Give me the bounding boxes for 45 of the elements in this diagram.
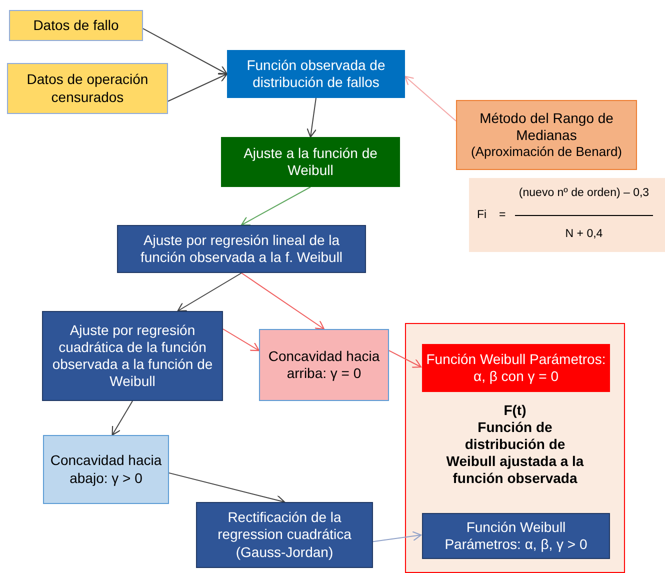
arrow	[240, 186, 311, 226]
arrow	[306, 98, 317, 138]
node-label: Concavidad hacia arriba: γ = 0	[267, 348, 381, 382]
node-label: Método del Rango de Medianas	[478, 110, 614, 144]
arrow	[168, 472, 286, 505]
condition-box	[259, 329, 389, 401]
description: Función de distribución de Weibull ajustada a la función observada	[445, 419, 585, 488]
node-label: Ajuste a la función de Weibull	[242, 144, 378, 180]
arrow	[168, 72, 228, 102]
arrow	[177, 272, 242, 312]
node-note: (Aproximación de Benard)	[470, 144, 624, 160]
node-label: Función observada de distribución de fallos	[246, 56, 386, 92]
input-box	[7, 63, 168, 114]
process-box	[221, 137, 400, 187]
node-label: Ajuste por regresión lineal de la función observada a la f. Weibull	[139, 232, 344, 266]
result-panel	[405, 323, 625, 573]
process-box	[196, 502, 373, 568]
denominator: N + 0,4	[564, 227, 604, 242]
arrow	[404, 76, 456, 122]
node-label: Concavidad hacia abajo: γ > 0	[49, 452, 163, 487]
result-box	[422, 344, 610, 392]
node-label: Ajuste por regresión cuadrática de la función observada a la función de Weibull	[51, 322, 214, 390]
node-label: Rectificación de la regression cuadrática (Gauss-Jordan)	[216, 509, 352, 561]
process-box	[227, 50, 405, 98]
node-label: Función Weibull Parámetros: α, β con γ = 0	[425, 350, 607, 386]
input-box	[9, 10, 143, 41]
formula-symbol: Fi	[477, 208, 487, 222]
equals-sign: =	[499, 208, 506, 222]
method-box	[456, 100, 637, 170]
process-box	[42, 311, 223, 401]
node-label: Función Weibull Parámetros: α, β, γ > 0	[444, 518, 588, 554]
arrow	[372, 531, 422, 542]
arrow	[112, 400, 133, 436]
arrow	[241, 272, 325, 330]
arrow	[388, 350, 422, 368]
arrow	[142, 28, 228, 75]
process-box	[117, 225, 366, 273]
node-label: Datos de operación censurados	[26, 71, 150, 106]
arrow	[222, 328, 260, 352]
node-label: Datos de fallo	[32, 16, 120, 34]
formula-panel	[469, 178, 665, 252]
numerator: (nuevo nº de orden) – 0,3	[518, 186, 650, 200]
condition-box	[43, 435, 169, 504]
process-box	[422, 513, 610, 559]
formula-heading: F(t)	[502, 402, 528, 420]
